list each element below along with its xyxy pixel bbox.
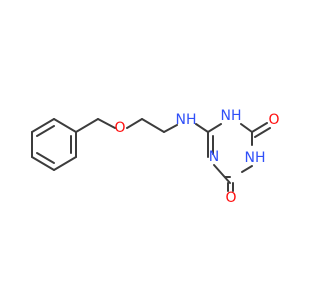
bond xyxy=(53,156,77,171)
bond xyxy=(195,123,209,133)
amine-nh-label: NH xyxy=(176,112,197,128)
bond xyxy=(213,164,231,184)
bond xyxy=(251,122,268,133)
bond xyxy=(36,125,55,137)
bond xyxy=(53,118,77,133)
bond xyxy=(240,123,253,133)
ring-nh-right-label: NH xyxy=(245,150,266,166)
bond xyxy=(75,118,99,133)
bond xyxy=(207,123,222,133)
carbonyl-oxygen-top-label: O xyxy=(268,112,279,128)
bond xyxy=(163,124,178,133)
bond xyxy=(31,156,55,171)
ether-oxygen-label: O xyxy=(114,120,125,136)
side-chain xyxy=(75,118,209,133)
molecule-canvas: O NH NH N NH O O xyxy=(31,108,280,206)
bond xyxy=(241,165,253,173)
ring-nh-label: NH xyxy=(221,108,242,124)
bond xyxy=(36,152,55,164)
molecule-diagram: O NH NH N NH O O xyxy=(31,108,280,206)
bond xyxy=(31,118,55,133)
triazine-ring xyxy=(207,122,271,192)
bond xyxy=(141,118,165,133)
bond xyxy=(97,118,116,129)
benzene-ring xyxy=(31,118,77,171)
ring-n-label: N xyxy=(209,149,219,165)
bond xyxy=(254,127,271,138)
carbonyl-oxygen-bottom-label: O xyxy=(225,190,236,206)
bond xyxy=(126,118,143,129)
